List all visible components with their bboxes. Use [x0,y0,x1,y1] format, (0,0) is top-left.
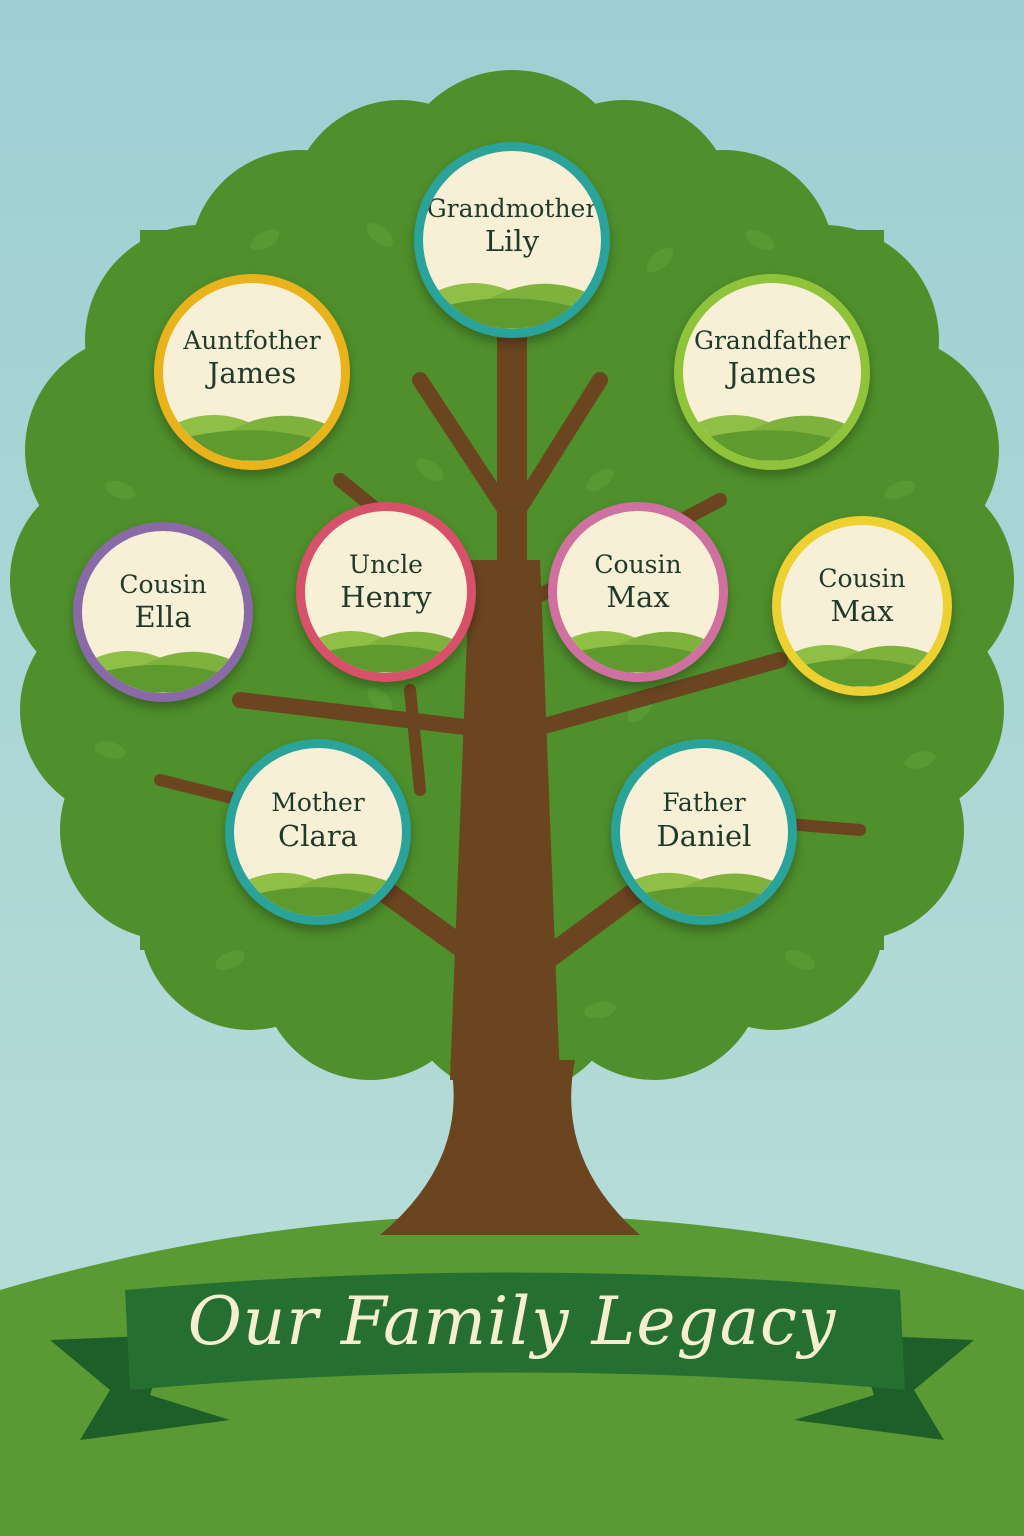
member-first-name: Max [830,594,894,629]
member-first-name: James [207,356,297,391]
member-first-name: Daniel [656,818,752,853]
member-first-name: Clara [278,818,358,853]
hills-icon [683,415,853,461]
member-relation: Mother [271,788,365,818]
hills-icon [781,645,935,687]
member-first-name: Ella [134,600,192,635]
hills-icon [620,872,780,916]
banner-title: Our Family Legacy [187,1283,837,1360]
hills-icon [557,631,711,673]
member-first-name: James [727,356,817,391]
hills-icon [423,283,593,329]
member-first-name: Max [606,580,670,615]
hills-icon [234,872,394,916]
member-relation: Uncle [349,549,423,579]
hills-icon [305,631,459,673]
member-relation: Cousin [818,563,906,593]
member-first-name: Lily [484,224,540,259]
member-relation: Grandfather [694,325,850,355]
member-first-name: Henry [340,580,432,615]
title-banner [50,1272,974,1440]
hills-icon [163,415,333,461]
member-relation: Grandmother [426,193,598,223]
member-relation: Father [662,788,746,818]
member-relation: Cousin [119,569,207,599]
member-relation: Cousin [594,549,682,579]
member-relation: Auntfother [183,325,321,355]
hills-icon [82,651,236,693]
